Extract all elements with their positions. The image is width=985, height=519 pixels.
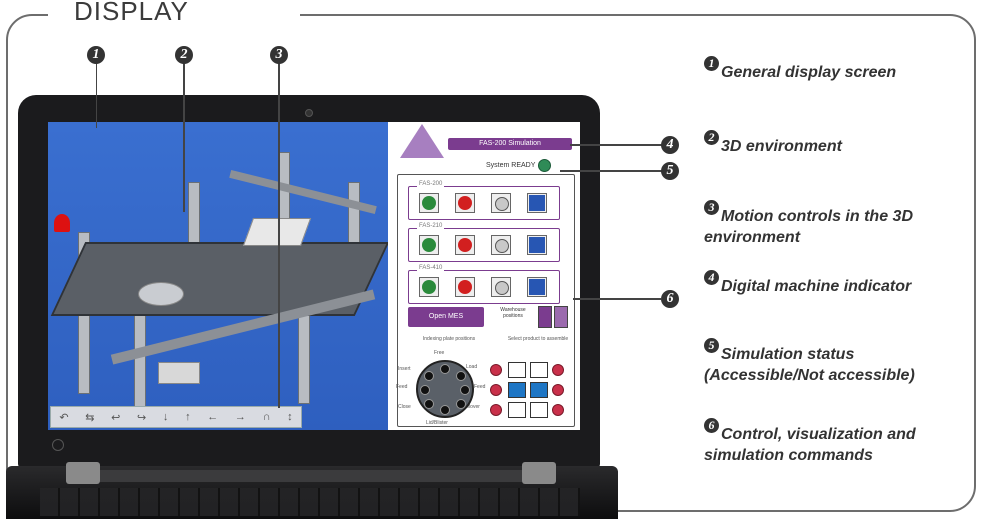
- product-option[interactable]: [530, 382, 548, 398]
- eject-button[interactable]: [527, 193, 547, 213]
- orbit-icon[interactable]: ∩: [262, 411, 271, 423]
- callout-5: 5: [661, 162, 679, 180]
- station-block: [242, 218, 312, 246]
- hinge-left: [66, 462, 100, 484]
- keyboard: [40, 488, 580, 516]
- callout-line: [560, 170, 662, 172]
- undo-icon[interactable]: ↩: [111, 411, 121, 424]
- zoom-icon[interactable]: ↕: [287, 411, 293, 423]
- position-label: Close: [398, 404, 411, 410]
- machine-label: FAS-200: [417, 181, 445, 187]
- callout-3: 3: [270, 46, 288, 64]
- mode-selector[interactable]: [491, 193, 511, 213]
- product-option[interactable]: [508, 362, 526, 378]
- position-label: Load: [466, 364, 478, 370]
- 3d-environment[interactable]: ↶ ⇆ ↩ ↪ ↓ ↑ ← → ∩ ↕: [48, 122, 392, 430]
- simulation-panel: FAS-200 Simulation System READY FAS-200 …: [388, 122, 580, 430]
- redo-icon[interactable]: ↪: [137, 411, 147, 424]
- position-label: Mover: [466, 404, 480, 410]
- open-mes-button[interactable]: Open MES: [408, 307, 484, 327]
- machine-label: FAS-410: [417, 265, 445, 271]
- position-label: Feed: [474, 384, 486, 390]
- callout-line: [573, 298, 661, 300]
- arrow-right-icon[interactable]: →: [234, 411, 246, 423]
- legend-item-5: 5Simulation status(Accessible/Not access…: [704, 338, 915, 384]
- callout-line: [96, 62, 97, 128]
- select-dot[interactable]: [552, 384, 564, 396]
- machine-panel-3: FAS-410: [408, 265, 560, 304]
- eject-button[interactable]: [527, 277, 547, 297]
- machine-label: FAS-210: [417, 223, 445, 229]
- system-status-text: System READY: [486, 162, 536, 169]
- legend-item-1: 1General display screen: [704, 56, 896, 83]
- stop-button[interactable]: [455, 277, 475, 297]
- position-label: Feed: [396, 384, 408, 390]
- product-option[interactable]: [508, 402, 526, 418]
- position-label: Free: [434, 350, 445, 356]
- rotate-left-icon[interactable]: ↶: [59, 411, 69, 424]
- arrow-down-icon[interactable]: ↓: [162, 411, 169, 423]
- eject-button[interactable]: [527, 235, 547, 255]
- power-icon: [52, 439, 64, 451]
- indexing-label: Indexing plate positions: [422, 336, 476, 342]
- machine-panel-1: FAS-200: [408, 181, 560, 220]
- product-option[interactable]: [508, 382, 526, 398]
- start-button[interactable]: [419, 235, 439, 255]
- warehouse-slot[interactable]: [554, 306, 568, 328]
- legend-item-4: 4Digital machine indicator: [704, 270, 911, 297]
- machine-leg: [298, 312, 310, 404]
- select-dot[interactable]: [490, 384, 502, 396]
- laptop-hinge: [100, 470, 522, 482]
- menu-strip: [48, 122, 392, 132]
- callout-line: [570, 144, 662, 146]
- laptop-screen: ↶ ⇆ ↩ ↪ ↓ ↑ ← → ∩ ↕ FAS-200 Simulation S…: [48, 122, 580, 430]
- warehouse-label: Warehouse positions: [500, 307, 526, 319]
- stop-button[interactable]: [455, 235, 475, 255]
- indexing-plate: [138, 282, 184, 306]
- stop-button[interactable]: [455, 193, 475, 213]
- position-label: Insert: [398, 366, 411, 372]
- mode-selector[interactable]: [491, 277, 511, 297]
- product-option[interactable]: [530, 362, 548, 378]
- select-product-label: Select product to assemble: [507, 336, 569, 342]
- legend-item-2: 23D environment: [704, 130, 842, 157]
- mode-selector[interactable]: [491, 235, 511, 255]
- callout-line: [278, 62, 280, 408]
- hinge-right: [522, 462, 556, 484]
- warehouse-slot[interactable]: [538, 306, 552, 328]
- callout-2: 2: [175, 46, 193, 64]
- product-carrier: [158, 362, 200, 384]
- machine-panel-2: FAS-210: [408, 223, 560, 262]
- callout-1: 1: [87, 46, 105, 64]
- select-dot[interactable]: [552, 364, 564, 376]
- start-button[interactable]: [419, 193, 439, 213]
- callout-6: 6: [661, 290, 679, 308]
- pyramid-logo-icon: [400, 124, 444, 158]
- product-option[interactable]: [530, 402, 548, 418]
- arrow-up-icon[interactable]: ↑: [185, 411, 191, 423]
- callout-4: 4: [661, 136, 679, 154]
- position-label: Lid/Blister: [426, 420, 448, 426]
- status-indicator-icon: [538, 159, 551, 172]
- select-dot[interactable]: [490, 364, 502, 376]
- rotate-both-icon[interactable]: ⇆: [85, 411, 95, 424]
- arrow-left-icon[interactable]: ←: [207, 411, 219, 423]
- simulation-title: FAS-200 Simulation: [448, 138, 572, 150]
- indexing-wheel: [416, 360, 474, 418]
- start-button[interactable]: [419, 277, 439, 297]
- motion-controls-bar: ↶ ⇆ ↩ ↪ ↓ ↑ ← → ∩ ↕: [50, 406, 302, 428]
- select-dot[interactable]: [490, 404, 502, 416]
- select-dot[interactable]: [552, 404, 564, 416]
- frame-title: DISPLAY: [60, 0, 203, 26]
- control-area-outline: [397, 174, 575, 427]
- callout-line: [183, 62, 185, 212]
- webcam-icon: [305, 109, 313, 117]
- signal-light-icon: [54, 214, 70, 232]
